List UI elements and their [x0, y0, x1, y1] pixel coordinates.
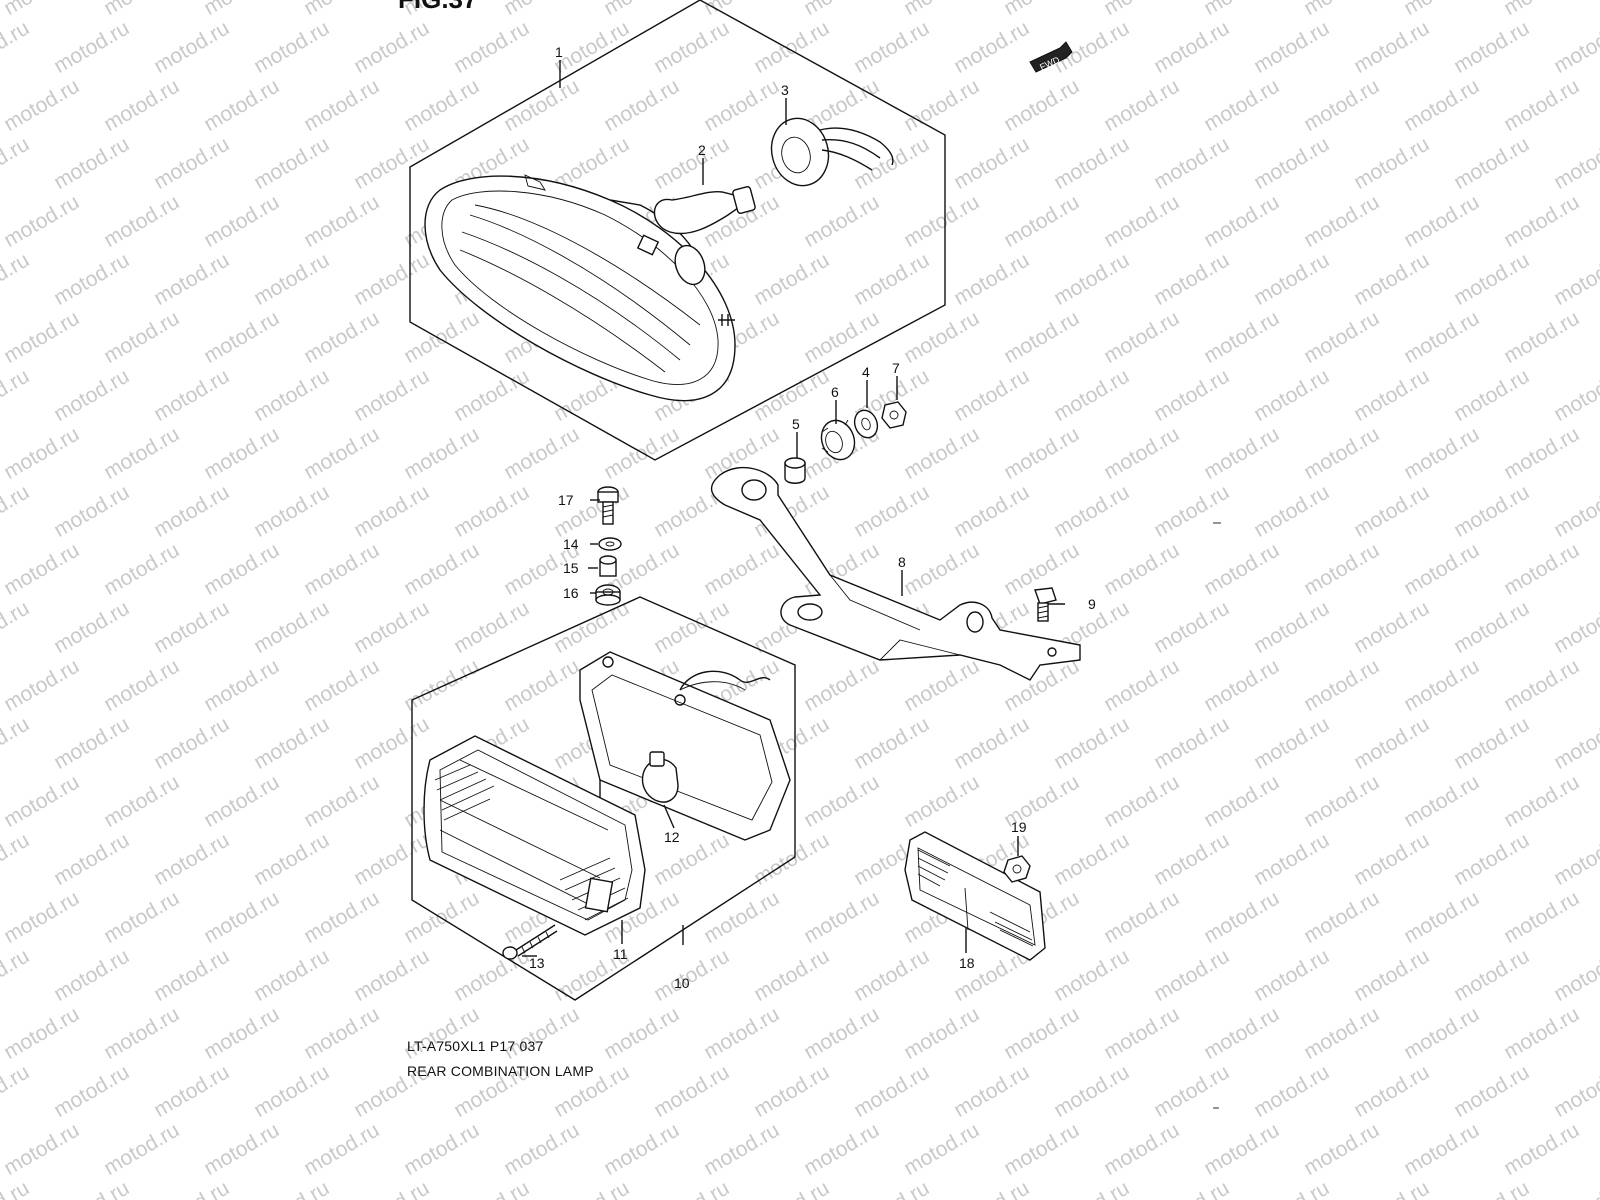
tail-lamp-housing — [424, 174, 736, 402]
license-lamp-frame — [579, 651, 791, 841]
part-label-10: 10 — [674, 975, 690, 991]
part-label-7: 7 — [892, 360, 900, 376]
collar-15 — [599, 555, 617, 577]
reflector-hatch — [917, 849, 1034, 947]
washer-4 — [853, 409, 879, 439]
part-label-11: 11 — [613, 946, 628, 962]
part-label-5: 5 — [792, 416, 800, 432]
part-labels: 1 2 3 4 5 6 7 8 9 10 11 12 13 14 15 16 1… — [529, 44, 1096, 991]
nut-19 — [1003, 855, 1031, 883]
part-label-1: 1 — [555, 44, 563, 60]
part-label-15: 15 — [563, 560, 579, 576]
screw-13 — [502, 924, 558, 960]
bulb-2 — [653, 186, 756, 235]
nut-7 — [881, 401, 907, 429]
grommet-16 — [595, 584, 621, 606]
part-label-3: 3 — [781, 82, 789, 98]
part-label-8: 8 — [898, 554, 906, 570]
model-code-caption: LT-A750XL1 P17 037 — [407, 1038, 544, 1054]
part-label-18: 18 — [959, 955, 975, 971]
reflector-18 — [904, 831, 1046, 961]
part-label-4: 4 — [862, 364, 870, 380]
part-label-6: 6 — [831, 384, 839, 400]
part-label-9: 9 — [1088, 596, 1096, 612]
figure-title: FIG.37 — [398, 0, 477, 15]
part-label-12: 12 — [664, 829, 680, 845]
bolt-9 — [1034, 587, 1057, 622]
leader-lines — [522, 60, 1065, 957]
collar-5 — [784, 457, 806, 484]
grommet-6 — [820, 419, 856, 461]
part-label-2: 2 — [698, 142, 706, 158]
part-label-19: 19 — [1011, 819, 1027, 835]
upper-assembly-box — [409, 0, 946, 461]
part-label-16: 16 — [563, 585, 579, 601]
part-label-13: 13 — [529, 955, 545, 971]
part-label-14: 14 — [563, 536, 579, 552]
figure-name-caption: REAR COMBINATION LAMP — [407, 1063, 594, 1079]
fwd-arrow-icon: FWD — [1029, 41, 1073, 73]
part-label-17: 17 — [558, 492, 574, 508]
lens-11 — [423, 735, 646, 936]
washer-14 — [598, 537, 622, 551]
bolt-17 — [597, 486, 619, 525]
bracket-8 — [710, 466, 1081, 681]
bulb-12 — [641, 751, 679, 803]
lower-assembly-box — [411, 596, 796, 1001]
socket-3 — [770, 117, 894, 187]
